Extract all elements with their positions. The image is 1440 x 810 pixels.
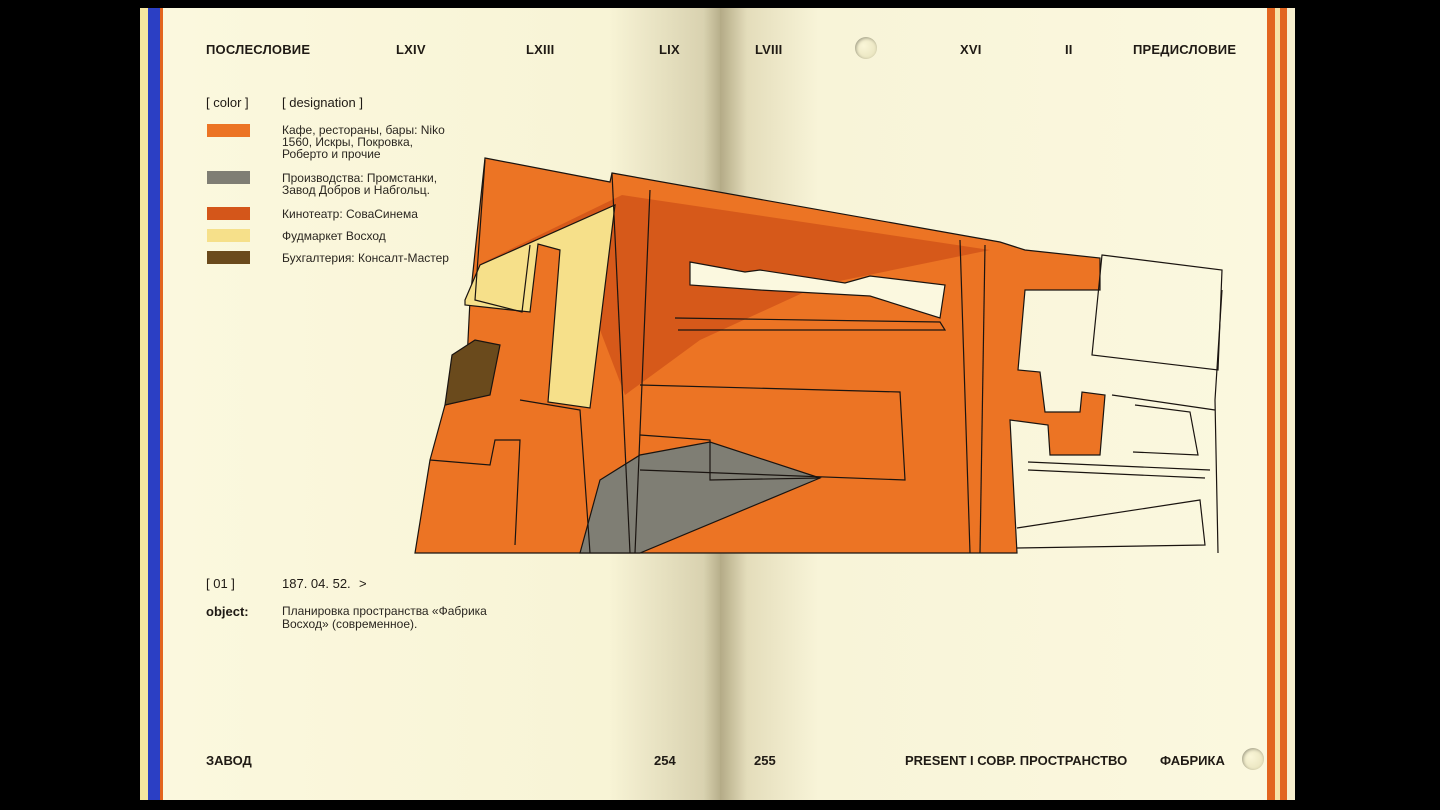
legend-color-header: [ color ] bbox=[206, 95, 249, 110]
object-description: Планировка пространства «Фабрика Восход»… bbox=[282, 604, 487, 631]
legend-label: Кинотеатр: СоваСинема bbox=[282, 207, 418, 221]
page-edge bbox=[1275, 8, 1280, 800]
nav-chapter[interactable]: LIX bbox=[659, 42, 680, 57]
nav-chapter[interactable]: XVI bbox=[960, 42, 982, 57]
nav-chapter[interactable]: LXIV bbox=[396, 42, 426, 57]
page-edge-orange bbox=[1267, 8, 1275, 800]
page-number-right: 255 bbox=[754, 753, 776, 768]
legend-designation-header: [ designation ] bbox=[282, 95, 363, 110]
nav-chapter[interactable]: LXIII bbox=[526, 42, 555, 57]
page-edge bbox=[140, 8, 148, 800]
object-label: object: bbox=[206, 604, 249, 619]
legend-label: Кафе, рестораны, бары: Niko 1560, Искры,… bbox=[282, 123, 445, 161]
nav-chapter[interactable]: LVIII bbox=[755, 42, 783, 57]
page-number-left: 254 bbox=[654, 753, 676, 768]
legend-swatch bbox=[207, 171, 250, 184]
legend-label: Производства: Промстанки, Завод Добров и… bbox=[282, 171, 438, 197]
entry-index: [ 01 ] bbox=[206, 576, 235, 591]
legend-label: Бухгалтерия: Консалт-Мастер bbox=[282, 251, 449, 265]
entry-code: 187. 04. 52. bbox=[282, 576, 351, 591]
legend-swatch bbox=[207, 207, 250, 220]
next-arrow[interactable]: > bbox=[359, 576, 367, 591]
nav-chapter[interactable]: II bbox=[1065, 42, 1073, 57]
cover-edge-orange bbox=[160, 8, 163, 800]
plan-cinema-band bbox=[478, 195, 990, 395]
page-edge bbox=[1287, 8, 1295, 800]
page-edge-orange bbox=[1280, 8, 1287, 800]
punch-hole bbox=[855, 37, 877, 59]
footer-left-title: ЗАВОД bbox=[206, 753, 252, 768]
punch-hole bbox=[1242, 748, 1264, 770]
cover-edge-blue bbox=[148, 8, 163, 800]
legend-swatch bbox=[207, 124, 250, 137]
footer-right-title: ФАБРИКА bbox=[1160, 753, 1225, 768]
nav-preface[interactable]: ПРЕДИСЛОВИЕ bbox=[1133, 42, 1237, 57]
nav-afterword[interactable]: ПОСЛЕСЛОВИЕ bbox=[206, 42, 311, 57]
plan-foodmarket bbox=[464, 204, 616, 409]
plan-accounting bbox=[444, 339, 501, 406]
plan-courtyard bbox=[689, 261, 946, 319]
legend-swatch bbox=[207, 251, 250, 264]
footer-section: PRESENT I СОВР. ПРОСТРАНСТВО bbox=[905, 753, 1128, 768]
legend-label: Фудмаркет Восход bbox=[282, 229, 386, 243]
plan-building-outline bbox=[1091, 254, 1223, 371]
legend-swatch bbox=[207, 229, 250, 242]
